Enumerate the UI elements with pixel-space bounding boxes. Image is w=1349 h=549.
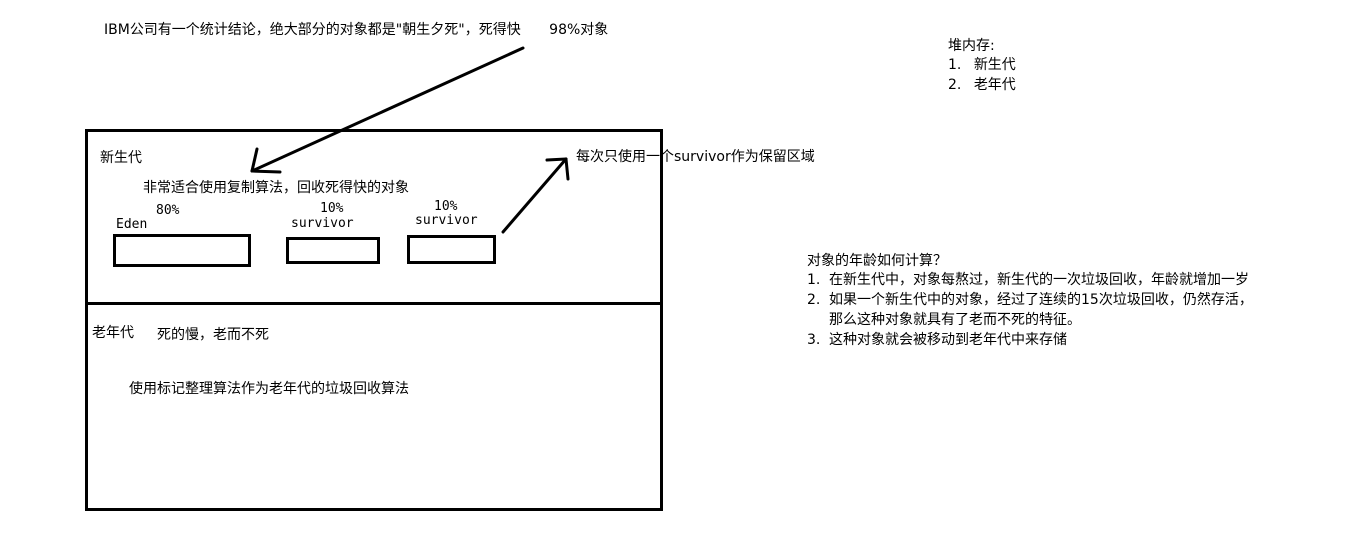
generation-divider xyxy=(85,302,663,305)
list-text: 如果一个新生代中的对象，经过了连续的15次垃圾回收，仍然存活， xyxy=(829,292,1253,308)
eden-percent: 80% xyxy=(156,203,180,218)
top-note: IBM公司有一个统计结论，绝大部分的对象都是"朝生夕死"，死得快 98%对象 xyxy=(104,22,608,38)
list-text: 在新生代中，对象每熬过，新生代的一次垃圾回收，年龄就增加一岁 xyxy=(829,272,1249,288)
old-generation-title: 老年代 xyxy=(92,325,134,341)
young-generation-title: 新生代 xyxy=(100,150,142,166)
object-age-item-2: 2. 如果一个新生代中的对象，经过了连续的15次垃圾回收，仍然存活， 那么这种对… xyxy=(807,290,1253,330)
eden-region xyxy=(113,234,251,267)
heap-item-2: 2. 老年代 xyxy=(948,77,1016,93)
top-note-text: IBM公司有一个统计结论，绝大部分的对象都是"朝生夕死"，死得快 xyxy=(104,22,521,38)
heap-item-num: 2. xyxy=(948,77,962,93)
survivor-2-percent: 10% xyxy=(434,199,458,214)
survivor-2-label: survivor xyxy=(415,213,478,228)
heap-item-label: 老年代 xyxy=(973,77,1016,93)
list-text-continuation: 那么这种对象就具有了老而不死的特征。 xyxy=(829,312,1081,328)
survivor-1-percent: 10% xyxy=(320,201,344,216)
heap-item-1: 1. 新生代 xyxy=(948,57,1016,73)
top-note-percent: 98%对象 xyxy=(549,22,609,38)
object-age-title: 对象的年龄如何计算？ xyxy=(807,253,947,269)
young-generation-description: 非常适合使用复制算法，回收死得快的对象 xyxy=(143,180,409,196)
list-number: 1. xyxy=(807,272,821,288)
list-number: 3. xyxy=(807,332,821,348)
object-age-item-1: 1. 在新生代中，对象每熬过，新生代的一次垃圾回收，年龄就增加一岁 xyxy=(807,270,1253,290)
survivor-2-region xyxy=(407,235,496,264)
object-age-list: 1. 在新生代中，对象每熬过，新生代的一次垃圾回收，年龄就增加一岁 2. 如果一… xyxy=(807,270,1253,350)
eden-label: Eden xyxy=(116,217,148,232)
heap-memory-title: 堆内存: xyxy=(948,38,995,54)
object-age-item-3: 3. 这种对象就会被移动到老年代中来存储 xyxy=(807,330,1253,350)
old-generation-algorithm: 使用标记整理算法作为老年代的垃圾回收算法 xyxy=(129,381,409,397)
old-generation-description: 死的慢，老而不死 xyxy=(157,327,269,343)
heap-item-num: 1. xyxy=(948,57,962,73)
heap-item-label: 新生代 xyxy=(973,57,1016,73)
list-number: 2. xyxy=(807,292,821,308)
survivor-note: 每次只使用一个survivor作为保留区域 xyxy=(576,149,815,165)
survivor-1-region xyxy=(286,237,380,264)
survivor-1-label: survivor xyxy=(291,216,354,231)
list-text: 这种对象就会被移动到老年代中来存储 xyxy=(829,332,1067,348)
